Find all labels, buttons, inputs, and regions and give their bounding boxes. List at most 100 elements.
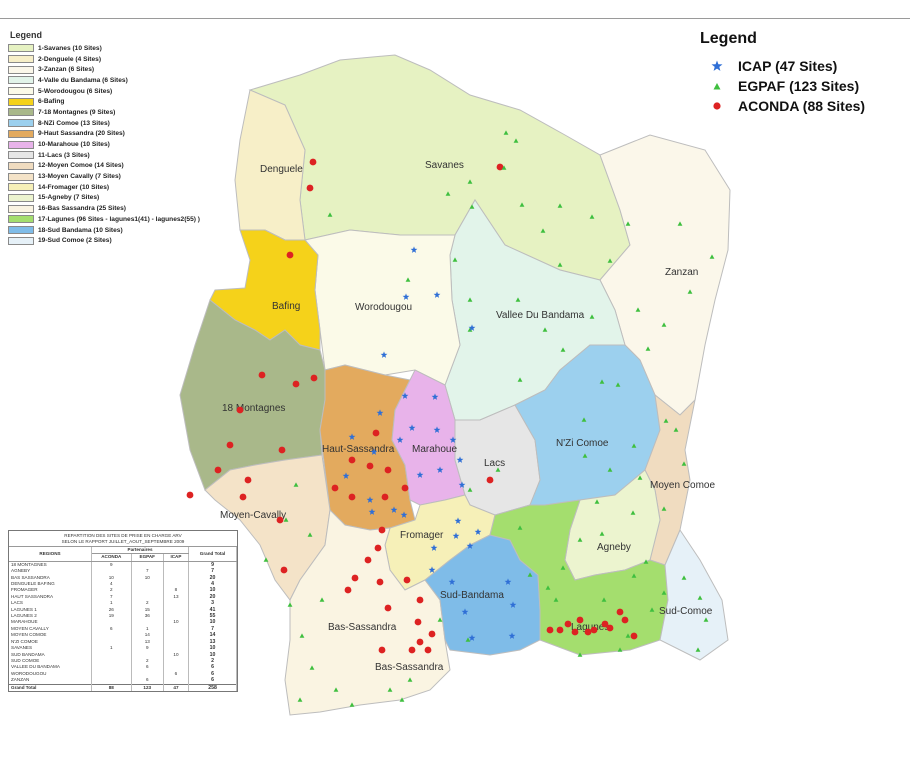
label-nzi: N'Zi Comoe bbox=[556, 438, 609, 449]
cell-region: N'ZI COMOE bbox=[9, 638, 92, 646]
cell-egpaf: 15 bbox=[131, 606, 164, 614]
egpaf-site-marker bbox=[287, 602, 293, 607]
cell-egpaf: 13 bbox=[131, 638, 164, 646]
label-agneby: Agneby bbox=[597, 542, 631, 553]
legend-icap: ICAP (47 Sites) bbox=[710, 56, 905, 76]
icap-site-marker bbox=[433, 291, 441, 298]
egpaf-site-marker bbox=[503, 130, 509, 135]
cell-egpaf: 6 bbox=[131, 677, 164, 685]
col-egpaf: EGPAF bbox=[131, 553, 164, 562]
egpaf-site-marker bbox=[327, 212, 333, 217]
egpaf-site-marker bbox=[557, 262, 563, 267]
icap-site-marker bbox=[458, 481, 466, 488]
legend-swatch bbox=[8, 161, 34, 170]
col-regions: REGIONS bbox=[9, 547, 92, 562]
icap-site-marker bbox=[408, 424, 416, 431]
cell-aconda bbox=[91, 664, 132, 671]
aconda-site-marker bbox=[401, 484, 409, 492]
legend-row: 13-Moyen Cavally (7 Sites) bbox=[8, 171, 223, 182]
cell-aconda: 7 bbox=[91, 593, 132, 601]
aconda-site-marker bbox=[384, 466, 392, 474]
legend-row: 11-Lacs (3 Sites) bbox=[8, 150, 223, 161]
egpaf-site-marker bbox=[649, 607, 655, 612]
legend-row: 5-Worodougou (6 Sites) bbox=[8, 86, 223, 97]
egpaf-site-marker bbox=[465, 637, 471, 642]
cell-total: 6 bbox=[188, 670, 237, 678]
cell-total: 9 bbox=[188, 561, 237, 569]
egpaf-site-marker bbox=[467, 327, 473, 332]
cell-total: 7 bbox=[188, 568, 237, 575]
icap-site-marker bbox=[468, 634, 476, 641]
cell-region: SUD COMOE bbox=[9, 657, 92, 665]
egpaf-site-marker bbox=[681, 575, 687, 580]
cell-icap: 8 bbox=[163, 587, 190, 594]
label-bafing: Bafing bbox=[272, 301, 300, 312]
egpaf-site-marker bbox=[601, 597, 607, 602]
egpaf-site-marker bbox=[687, 289, 693, 294]
cell-icap bbox=[163, 613, 190, 620]
aconda-site-marker bbox=[214, 466, 222, 474]
egpaf-site-marker bbox=[333, 687, 339, 692]
legend-icap-label: ICAP (47 Sites) bbox=[738, 58, 838, 74]
icap-site-marker bbox=[366, 496, 374, 503]
legend-row: 6-Bafing bbox=[8, 96, 223, 107]
egpaf-site-marker bbox=[405, 277, 411, 282]
egpaf-site-marker bbox=[542, 327, 548, 332]
egpaf-site-marker bbox=[299, 633, 305, 638]
cell-icap bbox=[163, 657, 190, 665]
legend-row: 2-Denguele (4 Sites) bbox=[8, 54, 223, 65]
egpaf-site-marker bbox=[469, 204, 475, 209]
legend-label: 7-18 Montagnes (9 Sites) bbox=[38, 108, 116, 116]
cell-region: DENGUELE BAFING bbox=[9, 581, 92, 588]
icap-site-marker bbox=[449, 436, 457, 443]
egpaf-site-marker bbox=[407, 677, 413, 682]
cell-egpaf: 2 bbox=[131, 600, 164, 607]
icap-site-marker bbox=[436, 466, 444, 473]
egpaf-site-marker bbox=[663, 418, 669, 423]
icap-site-marker bbox=[433, 426, 441, 433]
icap-site-marker bbox=[342, 472, 350, 479]
label-savanes: Savanes bbox=[425, 160, 464, 171]
legend-row: 14-Fromager (10 Sites) bbox=[8, 182, 223, 193]
aconda-site-marker bbox=[630, 632, 638, 640]
cell-total: 55 bbox=[188, 613, 237, 620]
table-caption-line1: REPARTITION DES SITES DE PRISE EN CHARGE… bbox=[64, 533, 182, 538]
grand-total: 258 bbox=[188, 683, 237, 691]
regions-layer bbox=[179, 54, 731, 716]
aconda-site-marker bbox=[344, 586, 352, 594]
aconda-site-marker bbox=[571, 628, 579, 636]
cell-aconda bbox=[91, 651, 132, 658]
cell-region: FROMAGER bbox=[9, 587, 92, 594]
aconda-site-marker bbox=[606, 624, 614, 632]
egpaf-site-marker bbox=[467, 297, 473, 302]
col-total: Grand Total bbox=[188, 547, 237, 562]
cell-aconda: 2 bbox=[91, 587, 132, 594]
icap-site-marker bbox=[509, 601, 517, 608]
aconda-site-marker bbox=[310, 374, 318, 382]
legend-label: 18-Sud Bandama (10 Sites) bbox=[38, 226, 123, 234]
cell-region: BAS SASSANDRA bbox=[9, 574, 92, 582]
aconda-site-marker bbox=[309, 158, 317, 166]
egpaf-site-marker bbox=[513, 138, 519, 143]
egpaf-site-marker bbox=[495, 467, 501, 472]
aconda-site-marker bbox=[244, 476, 252, 484]
aconda-site-marker bbox=[348, 456, 356, 464]
aconda-site-marker bbox=[258, 371, 266, 379]
icap-site-marker bbox=[396, 436, 404, 443]
region-haut bbox=[319, 364, 416, 531]
egpaf-site-marker bbox=[635, 307, 641, 312]
egpaf-site-marker bbox=[297, 697, 303, 702]
col-icap: ICAP bbox=[163, 553, 190, 562]
legend-row: 16-Bas Sassandra (25 Sites) bbox=[8, 203, 223, 214]
egpaf-site-marker bbox=[643, 559, 649, 564]
legend-row: 19-Sud Comoe (2 Sites) bbox=[8, 235, 223, 246]
icap-site-marker bbox=[456, 456, 464, 463]
egpaf-site-marker bbox=[607, 467, 613, 472]
cell-region: WORODOUGOU bbox=[9, 670, 92, 678]
legend-label: 19-Sud Comoe (2 Sites) bbox=[38, 237, 112, 245]
